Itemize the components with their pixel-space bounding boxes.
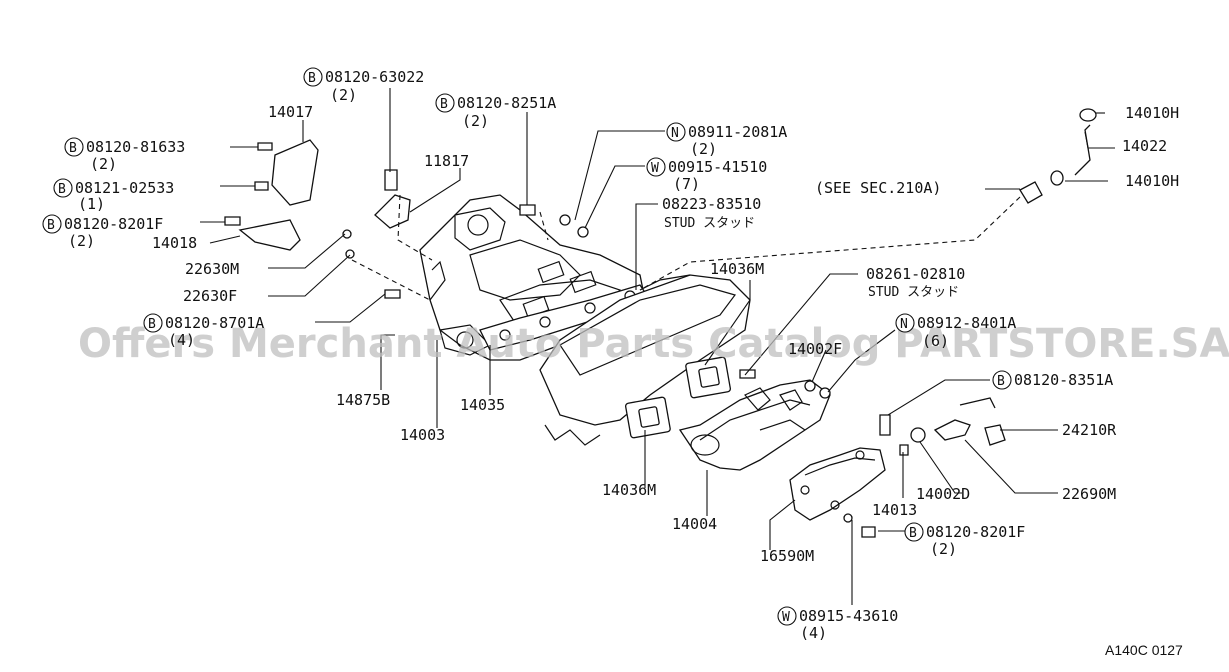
part-number: 00915-41510 bbox=[668, 158, 767, 176]
part-qty: (2) bbox=[330, 86, 357, 104]
gasket-14036M-upper-port bbox=[698, 366, 720, 388]
dashed-guides bbox=[351, 194, 1021, 301]
part-number: 08120-8251A bbox=[457, 94, 556, 112]
marker-letter: B bbox=[308, 71, 316, 86]
watermark-text: Offers Merchant Auto Parts Catalog PARTS… bbox=[78, 321, 1229, 367]
fitting-210A bbox=[1019, 181, 1043, 204]
marker-circle bbox=[646, 157, 666, 177]
part-qty: (2) bbox=[68, 232, 95, 250]
part-number: 08120-8351A bbox=[1014, 371, 1113, 389]
part-qty: (2) bbox=[462, 112, 489, 130]
heat-shield-16590M bbox=[789, 447, 886, 521]
part-number: 08915-43610 bbox=[799, 607, 898, 625]
part-sub: STUD スタッド bbox=[664, 216, 755, 231]
washer-14002D bbox=[910, 427, 926, 443]
part-number: 14035 bbox=[460, 396, 505, 414]
part-number: 14010H bbox=[1125, 104, 1179, 122]
part-number: 16590M bbox=[760, 547, 814, 565]
marker-letter: N bbox=[900, 317, 908, 332]
clamp-14010H-bottom bbox=[1050, 170, 1064, 186]
part-sub: STUD スタッド bbox=[868, 285, 959, 300]
marker-circle bbox=[992, 370, 1012, 390]
bracket-11817 bbox=[374, 194, 411, 229]
marker-circle bbox=[143, 313, 163, 333]
marker-circle bbox=[53, 178, 73, 198]
part-number: 22690M bbox=[1062, 485, 1116, 503]
part-number: 14004 bbox=[672, 515, 717, 533]
marker-letter: B bbox=[47, 218, 55, 233]
exhaust-manifold-14004 bbox=[678, 379, 831, 471]
marker-circle bbox=[303, 67, 323, 87]
section-reference: (SEE SEC.210A) bbox=[815, 179, 941, 197]
part-number: 08120-8201F bbox=[926, 523, 1025, 541]
sensor-22690M bbox=[933, 419, 971, 441]
part-qty: (2) bbox=[90, 155, 117, 173]
marker-letter: B bbox=[909, 526, 917, 541]
leader-lines bbox=[200, 88, 1115, 605]
connector-24210R bbox=[984, 424, 1006, 446]
marker-circle bbox=[435, 93, 455, 113]
marker-letter: B bbox=[997, 374, 1005, 389]
marker-circle bbox=[666, 122, 686, 142]
part-labels: B 08120-63022 (2) B 08120-8251A (2) N 08… bbox=[42, 67, 1183, 658]
part-qty: (2) bbox=[690, 140, 717, 158]
marker-letter: B bbox=[58, 182, 66, 197]
part-number: 22630F bbox=[183, 287, 237, 305]
bracket-14017 bbox=[271, 139, 319, 206]
marker-letter: B bbox=[148, 317, 156, 332]
marker-circle bbox=[895, 313, 915, 333]
part-number: 14002F bbox=[788, 340, 842, 358]
part-number: 14875B bbox=[336, 391, 390, 409]
part-qty: (4) bbox=[800, 624, 827, 642]
part-qty: (4) bbox=[168, 331, 195, 349]
part-number: 14036M bbox=[710, 260, 764, 278]
clamp-14010H-top bbox=[1079, 108, 1097, 122]
marker-letter: B bbox=[69, 141, 77, 156]
part-number: 24210R bbox=[1062, 421, 1117, 439]
part-number: 08912-8401A bbox=[917, 314, 1016, 332]
part-number: 14018 bbox=[152, 234, 197, 252]
part-number: 08261-02810 bbox=[866, 265, 965, 283]
part-number: 22630M bbox=[185, 260, 239, 278]
part-qty: (1) bbox=[78, 195, 105, 213]
part-number: 08121-02533 bbox=[75, 179, 174, 197]
part-number: 14036M bbox=[602, 481, 656, 499]
part-number: 08120-8201F bbox=[64, 215, 163, 233]
part-number: 14013 bbox=[872, 501, 917, 519]
bracket-14018 bbox=[238, 219, 301, 251]
hose-14022 bbox=[1074, 124, 1091, 176]
part-qty: (2) bbox=[930, 540, 957, 558]
gasket-14036M-lower-port bbox=[638, 406, 660, 428]
part-number: 08120-81633 bbox=[86, 138, 185, 156]
part-number: 14017 bbox=[268, 103, 313, 121]
sensor-wire bbox=[959, 397, 996, 409]
part-number: 08120-63022 bbox=[325, 68, 424, 86]
part-number: 14022 bbox=[1122, 137, 1167, 155]
part-number: 08911-2081A bbox=[688, 123, 787, 141]
part-qty: (7) bbox=[673, 175, 700, 193]
diagram-code: A140C 0127 bbox=[1105, 642, 1183, 658]
marker-circle bbox=[777, 606, 797, 626]
marker-circle bbox=[64, 137, 84, 157]
part-number: 14010H bbox=[1125, 172, 1179, 190]
marker-circle bbox=[42, 214, 62, 234]
marker-letter: B bbox=[440, 97, 448, 112]
part-number: 14002D bbox=[916, 485, 970, 503]
cylinder-head bbox=[539, 274, 751, 446]
marker-letter: W bbox=[651, 161, 659, 176]
parts-artwork bbox=[224, 108, 1097, 538]
part-number: 08223-83510 bbox=[662, 195, 761, 213]
bolts bbox=[224, 142, 909, 538]
part-number: 08120-8701A bbox=[165, 314, 264, 332]
part-qty: (6) bbox=[922, 332, 949, 350]
marker-circle bbox=[904, 522, 924, 542]
part-number: 11817 bbox=[424, 152, 469, 170]
marker-letter: W bbox=[782, 610, 790, 625]
part-number: 14003 bbox=[400, 426, 445, 444]
marker-letter: N bbox=[671, 126, 679, 141]
